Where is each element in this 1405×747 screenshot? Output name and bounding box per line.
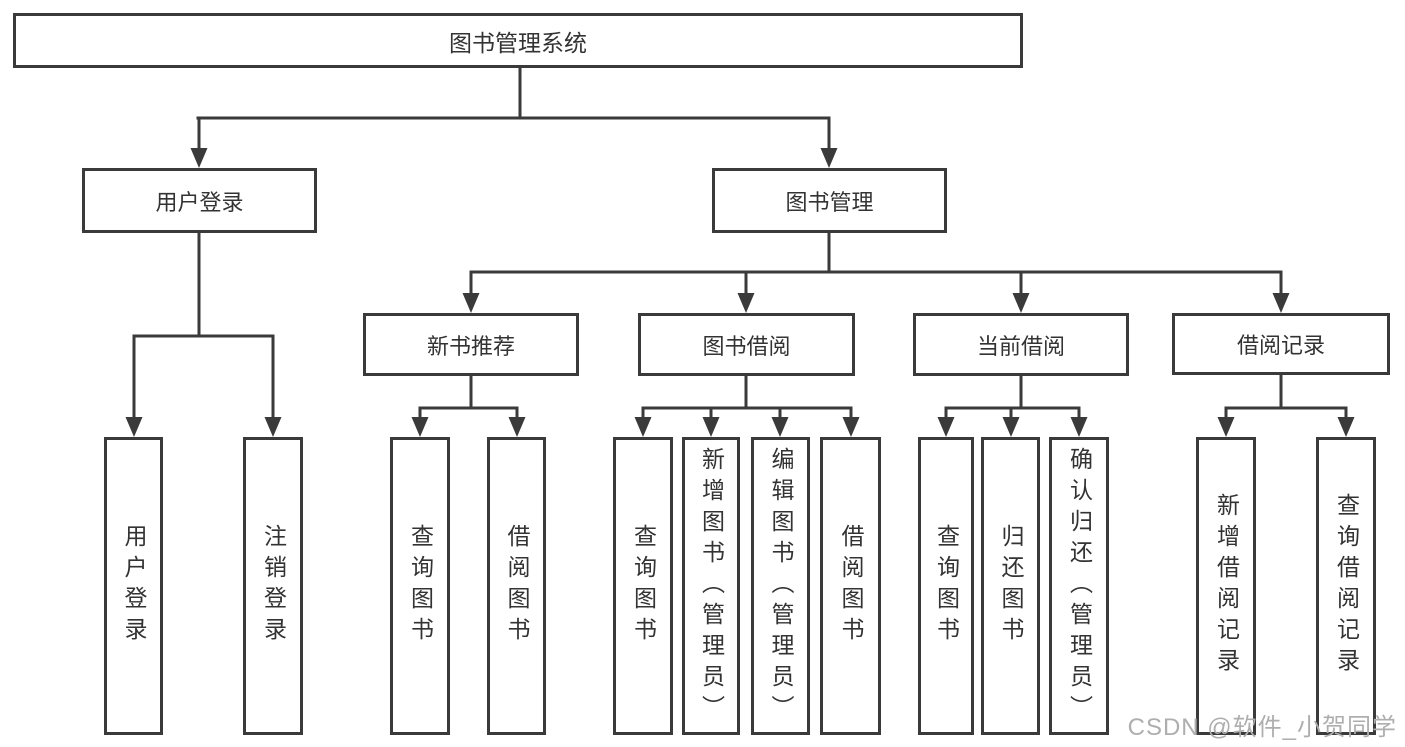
node-label: 用户登录 bbox=[121, 524, 147, 648]
leaf-borrowing-borrow-books: 借阅图书 bbox=[820, 437, 881, 735]
node-label: 查询图书 bbox=[407, 524, 434, 648]
node-label: 查询借阅记录 bbox=[1333, 493, 1360, 679]
leaf-current-query-books: 查询图书 bbox=[918, 437, 974, 735]
leaf-edit-books-admin: 编辑图书（管理员） bbox=[751, 437, 810, 735]
leaf-add-borrow-record: 新增借阅记录 bbox=[1196, 437, 1256, 735]
leaf-borrowing-query-books: 查询图书 bbox=[613, 437, 673, 735]
node-library-management-system: 图书管理系统 bbox=[13, 13, 1023, 68]
node-label: 查询图书 bbox=[933, 524, 960, 648]
node-label: 归还图书 bbox=[998, 524, 1024, 648]
node-book-borrowing: 图书借阅 bbox=[638, 313, 855, 376]
node-label: 注销登录 bbox=[260, 524, 287, 648]
node-label: 借阅图书 bbox=[504, 524, 530, 648]
leaf-confirm-return-admin: 确认归还（管理员） bbox=[1049, 437, 1109, 735]
node-book-management: 图书管理 bbox=[712, 168, 947, 233]
leaf-recommend-query-books: 查询图书 bbox=[390, 437, 450, 735]
node-label: 查询图书 bbox=[630, 524, 657, 648]
leaf-logout: 注销登录 bbox=[243, 437, 303, 735]
leaf-return-books: 归还图书 bbox=[981, 437, 1040, 735]
node-user-login: 用户登录 bbox=[82, 168, 317, 233]
node-borrowing-records: 借阅记录 bbox=[1172, 313, 1390, 375]
node-label: 图书借阅 bbox=[702, 333, 791, 359]
node-label: 新增借阅记录 bbox=[1213, 493, 1240, 679]
node-label: 借阅图书 bbox=[838, 524, 864, 648]
node-label: 用户登录 bbox=[155, 189, 244, 215]
leaf-add-books-admin: 新增图书（管理员） bbox=[682, 437, 740, 735]
node-label: 新书推荐 bbox=[426, 333, 515, 359]
leaf-query-borrow-record: 查询借阅记录 bbox=[1316, 437, 1376, 735]
node-label: 编辑图书（管理员） bbox=[768, 446, 794, 726]
node-label: 确认归还（管理员） bbox=[1066, 446, 1093, 726]
node-label: 借阅记录 bbox=[1236, 333, 1325, 358]
leaf-recommend-borrow-books: 借阅图书 bbox=[487, 437, 546, 735]
node-label: 图书管理 bbox=[785, 189, 874, 215]
node-new-book-recommend: 新书推荐 bbox=[363, 313, 579, 376]
node-label: 当前借阅 bbox=[976, 333, 1065, 359]
node-label: 图书管理系统 bbox=[449, 29, 587, 56]
node-label: 新增图书（管理员） bbox=[698, 446, 725, 726]
csdn-watermark: CSDN @软件_小贺同学 bbox=[1127, 714, 1397, 741]
leaf-user-login: 用户登录 bbox=[104, 437, 163, 735]
node-current-borrowing: 当前借阅 bbox=[913, 313, 1129, 376]
